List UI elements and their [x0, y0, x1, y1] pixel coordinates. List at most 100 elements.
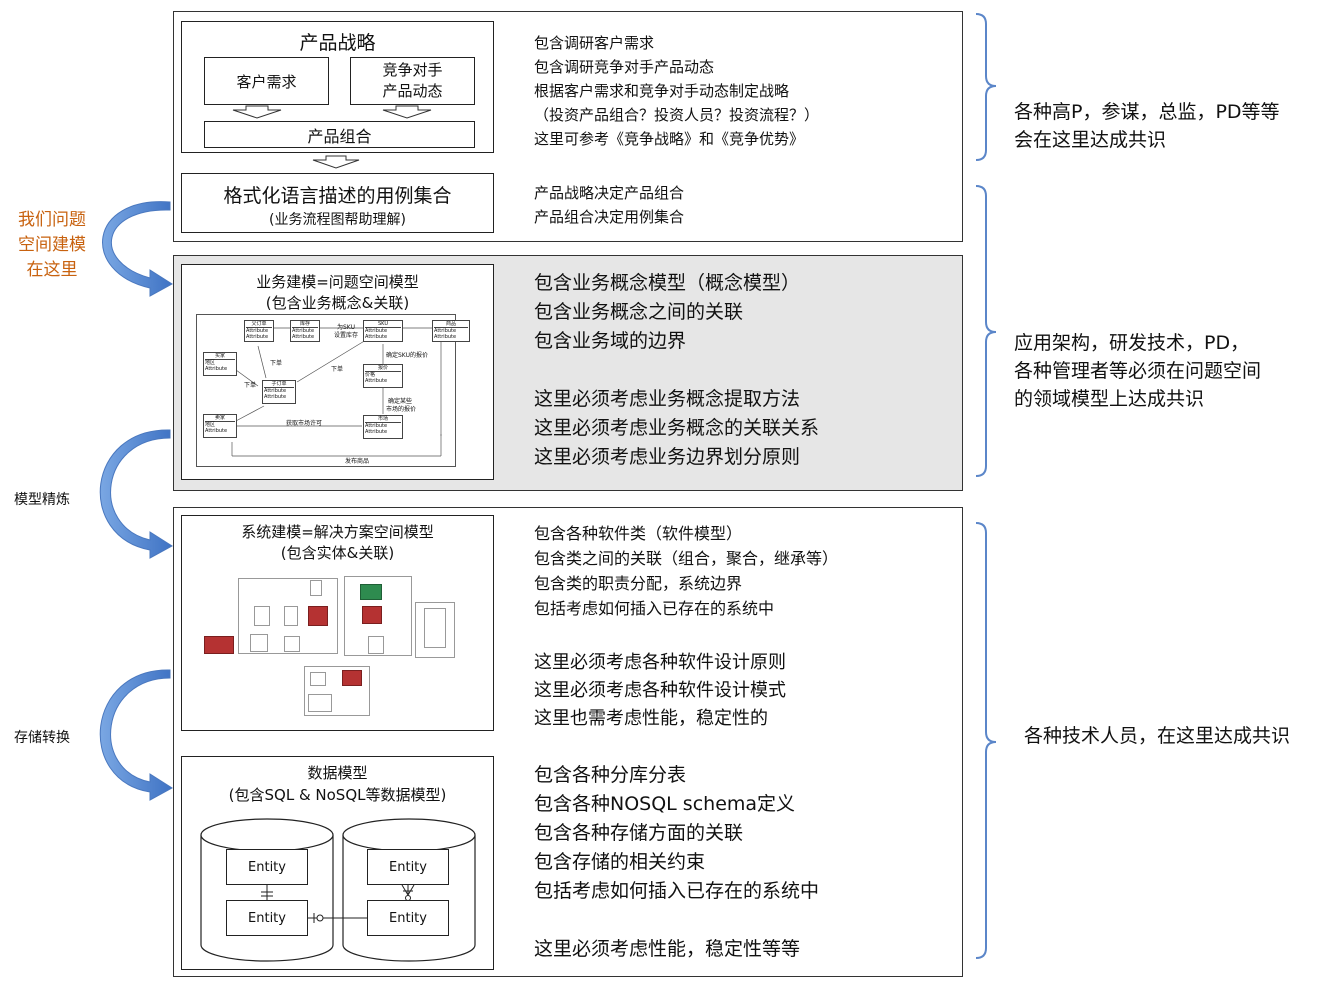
- uml-class-buyer: 买家 地区 Attribute: [203, 352, 237, 376]
- data-note: 包括考虑如何插入已存在的系统中: [534, 880, 820, 902]
- uml-label: 为SKU: [337, 324, 355, 331]
- business-note-spacer: [534, 356, 819, 385]
- problem-space-line-1: 我们问题: [18, 210, 86, 230]
- uml-class-name: SKU: [365, 321, 401, 328]
- uml-class-parent-order: 父订单 Attribute Attribute: [244, 320, 274, 342]
- entity-box-right-bottom: Entity: [367, 900, 449, 936]
- entity-label: Entity: [248, 910, 286, 926]
- uml-attr: Attribute: [246, 334, 269, 340]
- uml-label: 下单: [270, 360, 283, 367]
- uml-attr: Attribute: [365, 423, 388, 429]
- portfolio-box: 产品组合: [204, 121, 475, 148]
- competitor-line-1: 竞争对手: [382, 61, 443, 79]
- entity-box-right-top: Entity: [367, 849, 449, 885]
- data-model-notes: 包含各种分库分表 包含各种NOSQL schema定义 包含各种存储方面的关联 …: [534, 761, 819, 964]
- uml-attr: Attribute: [292, 334, 315, 340]
- system-note: 包括考虑如何插入已存在的系统中: [534, 599, 775, 618]
- customer-needs-box: 客户需求: [204, 57, 329, 105]
- arrow-storage-convert-icon: [99, 669, 173, 801]
- uml-class-name: 商品: [434, 321, 468, 328]
- uml-class-name: 市场: [365, 416, 401, 423]
- brace-system-icon: [975, 522, 997, 959]
- customer-needs-label: 客户需求: [236, 72, 297, 91]
- uml-label: 下单: [244, 382, 257, 389]
- uml-attr: Attribute: [264, 394, 287, 400]
- uml-label: 发布商品: [345, 458, 370, 465]
- business-note: 这里必须考虑业务概念提取方法: [534, 388, 801, 410]
- uml-class-seller: 卖家 地区 Attribute: [203, 414, 237, 438]
- portfolio-note: 产品战略决定产品组合: [534, 184, 685, 202]
- uml-attr: 价格: [365, 372, 376, 378]
- business-note: 包含业务概念之间的关联: [534, 301, 744, 323]
- uml-attr: Attribute: [205, 366, 228, 372]
- arrow-problem-space-icon: [102, 201, 173, 297]
- system-note: 这里必须考虑各种软件设计原则: [534, 652, 786, 673]
- portfolio-note: 产品组合决定用例集合: [534, 208, 685, 226]
- uml-attr: 地区: [205, 360, 216, 366]
- consensus-line: 各种管理者等必须在问题空间: [1014, 360, 1262, 382]
- uml-class-name: 买家: [205, 353, 235, 360]
- uml-class-product: 商品 Attribute Attribute: [432, 320, 470, 342]
- competitor-box: 竞争对手 产品动态: [350, 57, 475, 105]
- entity-box-left-bottom: Entity: [226, 900, 308, 936]
- uml-attr: Attribute: [434, 328, 457, 334]
- entity-label: Entity: [248, 859, 286, 875]
- data-note-spacer: [534, 906, 819, 935]
- problem-space-label: 我们问题 空间建模 在这里: [12, 208, 92, 283]
- strategy-note: 包含调研客户需求: [534, 34, 655, 52]
- consensus-system: 各种技术人员，在这里达成共识: [1024, 725, 1291, 747]
- system-note: 包含类之间的关联（组合，聚合，继承等）: [534, 549, 839, 568]
- entity-label: Entity: [389, 859, 427, 875]
- uml-class-quote: 报价 价格 Attribute: [363, 364, 403, 388]
- uml-attr: Attribute: [365, 378, 388, 384]
- business-note: 包含业务概念模型（概念模型）: [534, 272, 801, 294]
- system-title: 系统建模=解决方案空间模型: [241, 522, 434, 541]
- usecase-subtitle: (业务流程图帮助理解): [269, 212, 406, 228]
- brace-business-icon: [975, 185, 997, 477]
- uml-attr: 地区: [205, 422, 216, 428]
- business-note: 这里必须考虑业务边界划分原则: [534, 446, 801, 468]
- uml-attr: Attribute: [205, 428, 228, 434]
- system-note: 这里必须考虑各种软件设计模式: [534, 680, 786, 701]
- strategy-note: 这里可参考《竞争战略》和《竞争优势》: [534, 130, 805, 148]
- usecase-title: 格式化语言描述的用例集合: [223, 184, 452, 207]
- problem-space-line-3: 在这里: [26, 260, 78, 280]
- business-subtitle: (包含业务概念&关联): [265, 293, 410, 312]
- business-note: 包含业务域的边界: [534, 330, 687, 352]
- brace-strategy-icon: [975, 13, 997, 161]
- system-notes: 包含各种软件类（软件模型） 包含类之间的关联（组合，聚合，继承等） 包含类的职责…: [534, 521, 838, 621]
- strategy-note: （投资产品组合？投资人员？投资流程？）: [534, 106, 820, 124]
- arrow-model-refine-icon: [99, 429, 173, 559]
- data-note: 包含各种存储方面的关联: [534, 822, 744, 844]
- system-subtitle: (包含实体&关联): [280, 543, 395, 562]
- uml-attr: Attribute: [264, 388, 287, 394]
- data-note: 这里必须考虑性能，稳定性等等: [534, 938, 801, 960]
- uml-attr: Attribute: [365, 328, 388, 334]
- strategy-notes: 包含调研客户需求 包含调研竞争对手产品动态 根据客户需求和竞争对手动态制定战略 …: [534, 31, 819, 151]
- uml-label: 获取市场许可: [286, 420, 323, 427]
- strategy-note: 包含调研竞争对手产品动态: [534, 58, 715, 76]
- database-right-icon: [342, 818, 476, 962]
- consensus-strategy: 各种高P，参谋，总监，PD等等 会在这里达成共识: [1014, 98, 1280, 154]
- data-model-title: 数据模型: [307, 763, 368, 782]
- uml-attr: Attribute: [292, 328, 315, 334]
- entity-box-left-top: Entity: [226, 849, 308, 885]
- uml-label: 确定某些: [388, 398, 413, 405]
- uml-label: 确定SKU的报价: [386, 352, 428, 359]
- system-note: 包含各种软件类（软件模型）: [534, 524, 743, 543]
- uml-label: 市场的报价: [386, 406, 417, 413]
- portfolio-label: 产品组合: [307, 126, 372, 146]
- uml-class-child-order: 子订单 Attribute Attribute: [262, 380, 296, 404]
- uml-class-name: 子订单: [264, 381, 294, 388]
- uml-class-name: 父订单: [246, 321, 272, 328]
- uml-attr: Attribute: [246, 328, 269, 334]
- model-refine-label: 模型精炼: [14, 492, 70, 508]
- consensus-line: 的领域模型上达成共识: [1014, 388, 1205, 410]
- database-cylinders: [200, 818, 476, 962]
- strategy-note: 根据客户需求和竞争对手动态制定战略: [534, 82, 790, 100]
- uml-attr: Attribute: [365, 334, 388, 340]
- uml-class-name: 报价: [365, 365, 401, 372]
- uml-attr: Attribute: [365, 429, 388, 435]
- system-notes-2: 这里必须考虑各种软件设计原则 这里必须考虑各种软件设计模式 这里也需考虑性能，稳…: [534, 649, 786, 733]
- business-title: 业务建模=问题空间模型: [256, 272, 419, 291]
